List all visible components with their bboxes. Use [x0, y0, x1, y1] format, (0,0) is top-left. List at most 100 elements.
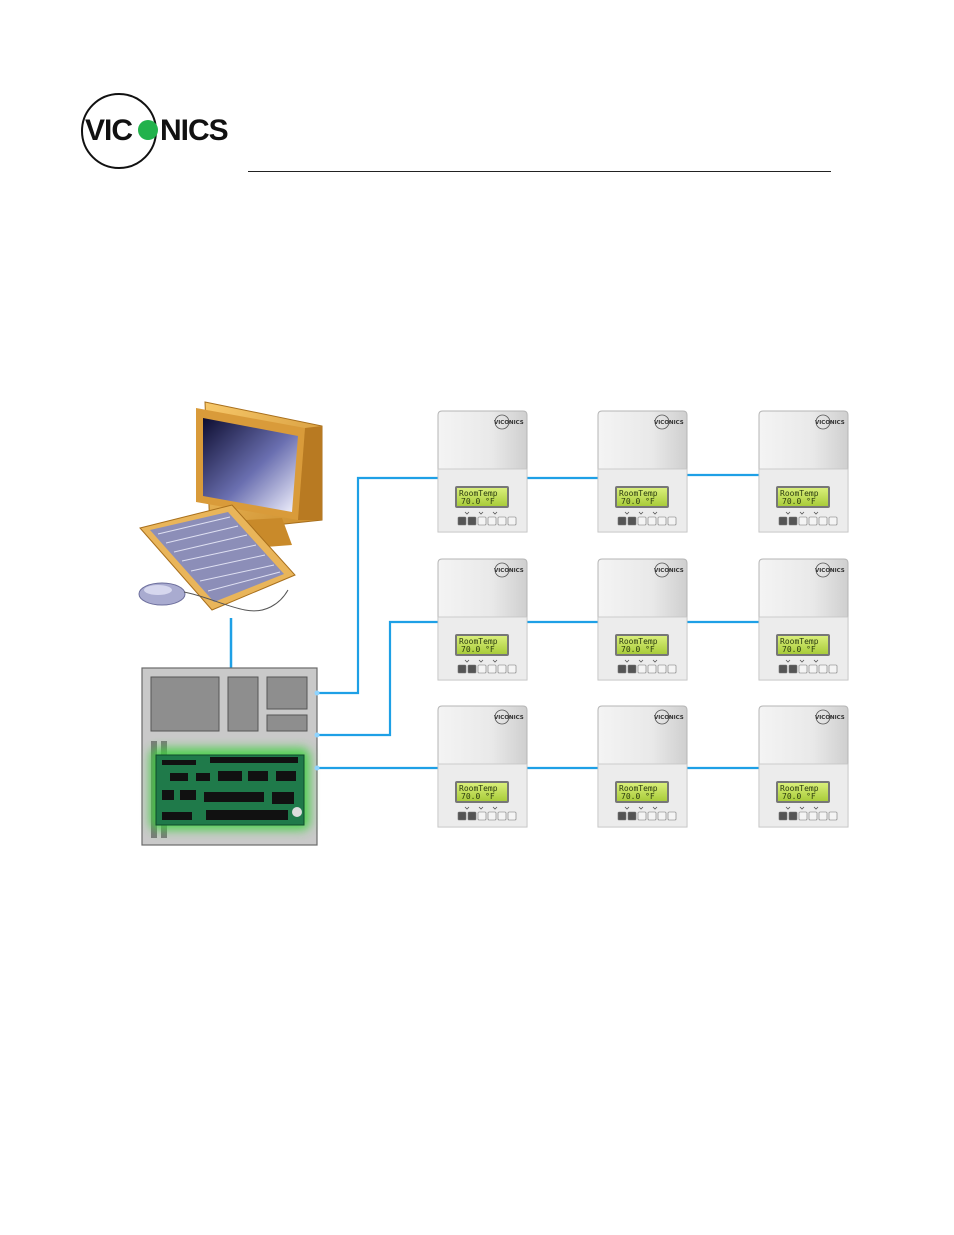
- thermostat-brand: VICONICS: [494, 715, 524, 721]
- thermostat-button: [457, 516, 467, 526]
- indicator-icon: [799, 806, 805, 810]
- thermostat-button: [657, 664, 667, 674]
- thermostat-button: [798, 664, 808, 674]
- thermostat-button: [477, 516, 487, 526]
- lcd-line-room-temp: RoomTemp: [780, 489, 819, 498]
- thermostat-brand: VICONICS: [815, 568, 845, 574]
- network-links: [317, 473, 759, 770]
- thermostat-button: [667, 811, 677, 821]
- thermostat-button: [798, 811, 808, 821]
- thermostat-lcd: [457, 783, 507, 801]
- thermostat-button: [487, 516, 497, 526]
- thermostat-button: [457, 811, 467, 821]
- indicator-icon: [638, 511, 644, 515]
- lcd-line-temperature: 70.0 °F: [782, 645, 816, 654]
- thermostat-button: [828, 516, 838, 526]
- thermostat-button: [457, 664, 467, 674]
- svg-text:NICS: NICS: [160, 114, 228, 147]
- indicator-icon: [813, 511, 819, 515]
- svg-text:VIC: VIC: [85, 114, 132, 147]
- thermostat-button: [467, 516, 477, 526]
- lcd-line-room-temp: RoomTemp: [619, 784, 658, 793]
- lcd-line-room-temp: RoomTemp: [459, 784, 498, 793]
- thermostat-button: [617, 664, 627, 674]
- viconics-wordmark: VIC NICS: [85, 114, 229, 147]
- lcd-line-room-temp: RoomTemp: [459, 637, 498, 646]
- thermostat-brand: VICONICS: [494, 420, 524, 426]
- thermostat-button: [828, 664, 838, 674]
- thermostat-brand: VICONICS: [654, 715, 684, 721]
- thermostat-button: [818, 516, 828, 526]
- thermostat-button: [617, 516, 627, 526]
- thermostat-button: [507, 811, 517, 821]
- thermostat-button: [507, 516, 517, 526]
- indicator-icon: [492, 806, 498, 810]
- thermostat-brand: VICONICS: [815, 420, 845, 426]
- thermostat-button: [627, 516, 637, 526]
- thermostat-button: [647, 664, 657, 674]
- lcd-line-room-temp: RoomTemp: [459, 489, 498, 498]
- lcd-line-temperature: 70.0 °F: [461, 497, 495, 506]
- indicator-icon: [478, 511, 484, 515]
- thermostat-button: [487, 811, 497, 821]
- thermostat-button: [778, 664, 788, 674]
- indicator-icon: [464, 511, 470, 515]
- lcd-line-room-temp: RoomTemp: [780, 637, 819, 646]
- thermostat-button: [788, 811, 798, 821]
- indicator-icon: [652, 511, 658, 515]
- indicator-icon: [799, 659, 805, 663]
- indicator-icon: [464, 806, 470, 810]
- indicator-icon: [492, 659, 498, 663]
- thermostat-lcd: [778, 636, 828, 654]
- header-rule: [248, 171, 831, 172]
- indicator-icon: [478, 659, 484, 663]
- cabinet-ports: [314, 690, 320, 771]
- thermostat-button: [667, 664, 677, 674]
- thermostat-button: [497, 664, 507, 674]
- lcd-line-temperature: 70.0 °F: [621, 645, 655, 654]
- thermostat-button: [798, 516, 808, 526]
- thermostat-lcd: [617, 636, 667, 654]
- workstation-computer: [138, 401, 323, 612]
- thermostat-button: [477, 664, 487, 674]
- lcd-line-room-temp: RoomTemp: [619, 489, 658, 498]
- thermostat-button: [778, 811, 788, 821]
- thermostat-button: [657, 516, 667, 526]
- thermostat-button: [467, 811, 477, 821]
- thermostat-button: [617, 811, 627, 821]
- lcd-line-temperature: 70.0 °F: [621, 792, 655, 801]
- lcd-line-temperature: 70.0 °F: [461, 645, 495, 654]
- thermostat-brand: VICONICS: [654, 420, 684, 426]
- thermostat-button: [647, 811, 657, 821]
- thermostat-lcd: [457, 488, 507, 506]
- viconics-logo: VIC NICS: [81, 93, 229, 169]
- thermostat-brand: VICONICS: [654, 568, 684, 574]
- indicator-icon: [478, 806, 484, 810]
- indicator-icon: [785, 511, 791, 515]
- thermostat-button: [818, 664, 828, 674]
- indicator-icon: [624, 659, 630, 663]
- thermostat-lcd: [457, 636, 507, 654]
- thermostat-button: [808, 664, 818, 674]
- lcd-line-temperature: 70.0 °F: [461, 792, 495, 801]
- indicator-icon: [638, 806, 644, 810]
- indicator-icon: [813, 806, 819, 810]
- thermostat-lcd: [617, 783, 667, 801]
- indicator-icon: [785, 659, 791, 663]
- thermostat-button: [477, 811, 487, 821]
- thermostat-button: [778, 516, 788, 526]
- lcd-line-temperature: 70.0 °F: [782, 497, 816, 506]
- thermostat-button: [818, 811, 828, 821]
- thermostat-lcd: [778, 488, 828, 506]
- thermostat-button: [627, 811, 637, 821]
- indicator-icon: [799, 511, 805, 515]
